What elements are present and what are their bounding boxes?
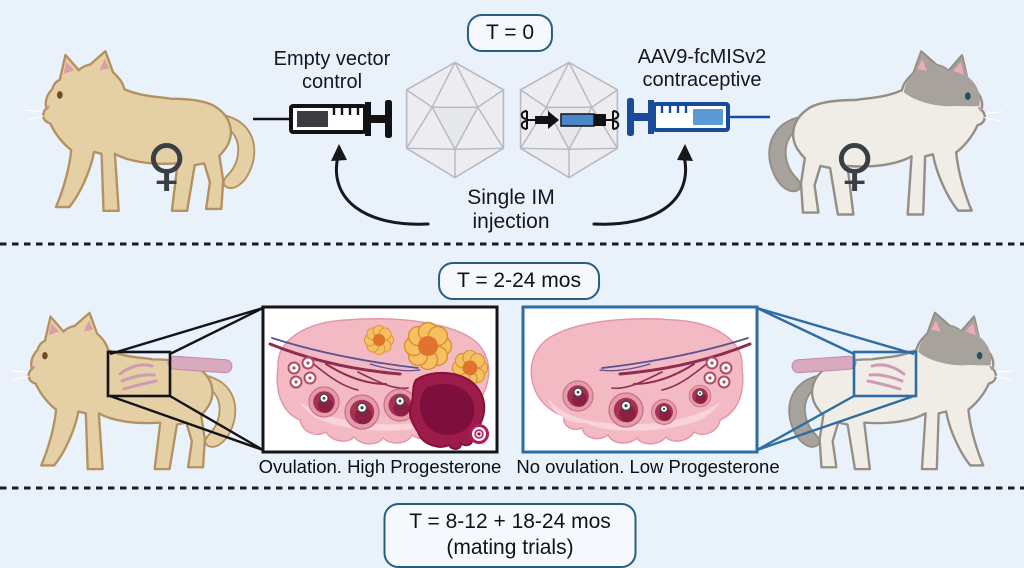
injection-arrow-left: [335, 154, 430, 226]
uterus-illustration-right: [791, 355, 906, 391]
timepoint-badge-t0-label: T = 0: [485, 21, 535, 44]
blue-syringe-icon: [627, 98, 770, 136]
figure-canvas: T = 0 Empty vector control AAV9-fcMISv2 …: [0, 14, 1024, 568]
timepoint-badge-t8-24-line1: T = 8-12 + 18-24 mos: [409, 510, 611, 533]
transgene-construct-icon: [520, 110, 620, 130]
inset-source-box-left: [106, 350, 172, 398]
black-syringe-icon: [253, 100, 392, 138]
timepoint-badge-t2-24: T = 2-24 mos: [438, 262, 600, 301]
timepoint-badge-t8-24: T = 8-12 + 18-24 mos (mating trials): [383, 503, 637, 568]
single-im-injection-label: Single IM injection: [467, 186, 555, 233]
injection-arrow-right: [592, 154, 687, 226]
no-ovulation-caption: No ovulation. Low Progesterone: [516, 456, 780, 477]
cat-treated-top: [768, 50, 1004, 216]
cat-control-top: [25, 50, 255, 212]
timepoint-badge-t8-24-line2: (mating trials): [446, 536, 574, 560]
arrowhead-left: [331, 144, 347, 161]
inset-source-box-right: [852, 350, 918, 398]
figure-graphics: [0, 50, 1024, 490]
arrowhead-right: [677, 144, 693, 161]
timepoint-badge-t2-24-label: T = 2-24 mos: [457, 269, 581, 292]
empty-vector-label: Empty vector control: [273, 48, 391, 93]
cat-treated-mid: [788, 312, 1014, 470]
female-symbol-left: ♀: [146, 133, 188, 198]
ovulated-egg-icon: [469, 424, 489, 444]
ovulation-caption: Ovulation. High Progesterone: [258, 456, 502, 477]
empty-capsid-icon: [405, 61, 505, 179]
uterus-illustration-left: [118, 355, 233, 391]
timepoint-badge-t0: T = 0: [466, 14, 554, 53]
magnifier-lines-right: [756, 306, 915, 452]
cat-control-mid: [10, 312, 236, 470]
aav9-contraceptive-label: AAV9-fcMISv2 contraceptive: [637, 46, 767, 91]
female-symbol-right: ♀: [834, 133, 876, 198]
magnifier-lines-left: [109, 306, 264, 452]
ovary-ovulation-illustration: [268, 317, 491, 450]
